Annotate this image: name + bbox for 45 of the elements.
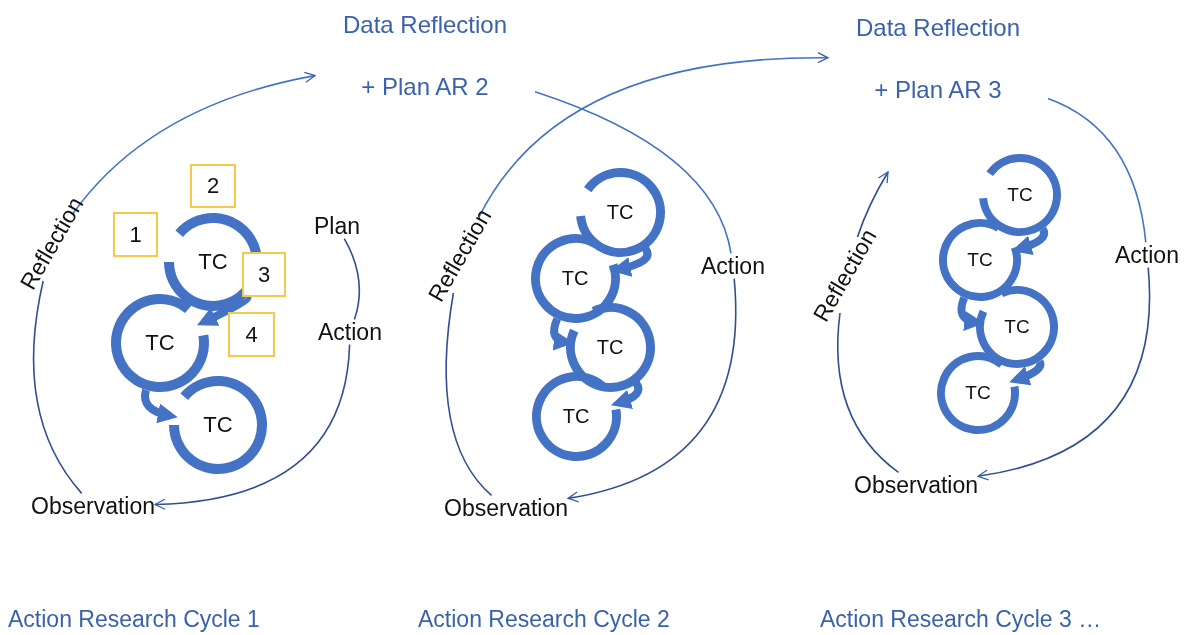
plan-text: + Plan AR 3 <box>874 76 1002 103</box>
stage-label: Observation <box>444 495 568 521</box>
plan-text: Data Reflection <box>855 15 1021 42</box>
cycle-caption: Action Research Cycle 2 <box>418 606 670 633</box>
cycle-arc <box>534 90 732 255</box>
curved-arrow <box>611 381 643 409</box>
cycle-arc <box>32 280 83 495</box>
ring-label: TC <box>203 412 233 438</box>
cycle-caption: Action Research Cycle 3 … <box>820 606 1102 633</box>
callout-number: 4 <box>228 312 275 357</box>
cycle-arrow <box>154 343 351 510</box>
ring-label: TC <box>965 382 991 404</box>
cycle-arc <box>836 312 900 474</box>
cycle-arc <box>445 292 493 497</box>
ring-label: TC <box>562 404 590 428</box>
cycle-arrow <box>71 72 316 216</box>
cycle-arrow <box>977 266 1151 481</box>
cycle-arrow <box>478 52 829 218</box>
curved-arrow <box>1009 360 1045 386</box>
cycle-arc <box>1047 97 1147 244</box>
cycle-arrow <box>567 277 737 502</box>
ring-label: TC <box>596 335 624 359</box>
cycle-arc <box>343 237 361 321</box>
curved-arrow <box>197 295 251 326</box>
stage-label: Action <box>1115 242 1179 268</box>
cycle-caption: Action Research Cycle 1 <box>8 606 260 633</box>
curved-arrow <box>141 389 178 423</box>
ring-label: TC <box>198 249 228 275</box>
stage-label: Observation <box>31 493 155 519</box>
ring-label: TC <box>1007 184 1033 206</box>
stage-label: Plan <box>314 213 361 239</box>
stage-label: Action <box>701 253 765 279</box>
ring-label: TC <box>606 200 634 224</box>
callout-number: 3 <box>242 252 286 297</box>
ring-label: TC <box>145 330 175 356</box>
plan-text: + Plan AR 2 <box>361 73 489 100</box>
cycle-arrow <box>856 171 889 238</box>
ring-label: TC <box>967 249 993 271</box>
plan-text: Data Reflection <box>342 12 508 39</box>
ring-label: TC <box>561 266 589 290</box>
stage-label: Action <box>318 319 382 345</box>
callout-number: 1 <box>113 212 158 257</box>
callout-number: 2 <box>190 164 236 208</box>
stage-label: Observation <box>854 472 978 498</box>
ring-label: TC <box>1004 316 1030 338</box>
